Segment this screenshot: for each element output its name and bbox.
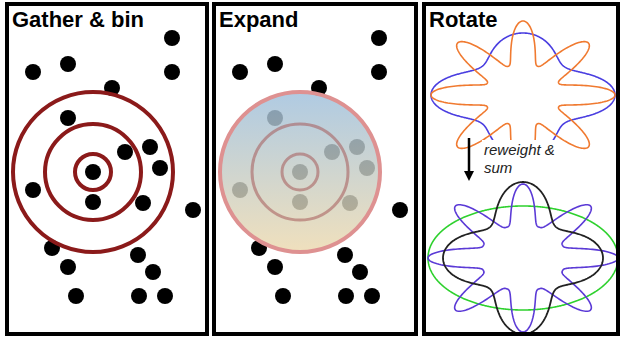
- data-point: [352, 264, 368, 280]
- panel: Gather & bin: [5, 2, 209, 336]
- data-point: [131, 288, 147, 304]
- panel: Expand: [212, 2, 418, 336]
- harmonic-curve: [428, 184, 618, 332]
- data-point: [164, 30, 180, 46]
- data-point: [135, 195, 151, 211]
- bin-rings: [13, 92, 173, 252]
- data-point: [275, 288, 291, 304]
- data-point: [371, 30, 387, 46]
- data-point: [157, 288, 173, 304]
- data-point: [371, 64, 387, 80]
- data-point: [117, 144, 133, 160]
- data-point: [152, 160, 168, 176]
- data-point: [25, 64, 41, 80]
- harmonic-curve: [428, 206, 618, 310]
- harmonic-curve: [443, 182, 603, 334]
- data-point: [364, 288, 380, 304]
- data-point: [130, 247, 146, 263]
- data-point: [338, 288, 354, 304]
- data-point: [267, 259, 283, 275]
- expansion-sphere: [220, 92, 380, 252]
- data-point: [267, 56, 283, 72]
- step-note: reweight & sum: [482, 140, 558, 178]
- data-point: [68, 288, 84, 304]
- data-point: [392, 202, 408, 218]
- data-point: [60, 259, 76, 275]
- faded-rings: [252, 124, 348, 220]
- panel-heading: Gather & bin: [9, 6, 144, 32]
- down-arrow: [468, 138, 471, 176]
- data-point: [185, 202, 201, 218]
- data-point: [337, 247, 353, 263]
- data-point: [25, 182, 41, 198]
- panel-heading: Rotate: [426, 6, 497, 32]
- data-point: [85, 164, 101, 180]
- data-point: [85, 194, 101, 210]
- data-point: [232, 64, 248, 80]
- data-point: [142, 139, 158, 155]
- data-point: [164, 64, 180, 80]
- data-point: [60, 56, 76, 72]
- data-point: [60, 110, 76, 126]
- data-point: [145, 264, 161, 280]
- panel-heading: Expand: [216, 6, 298, 32]
